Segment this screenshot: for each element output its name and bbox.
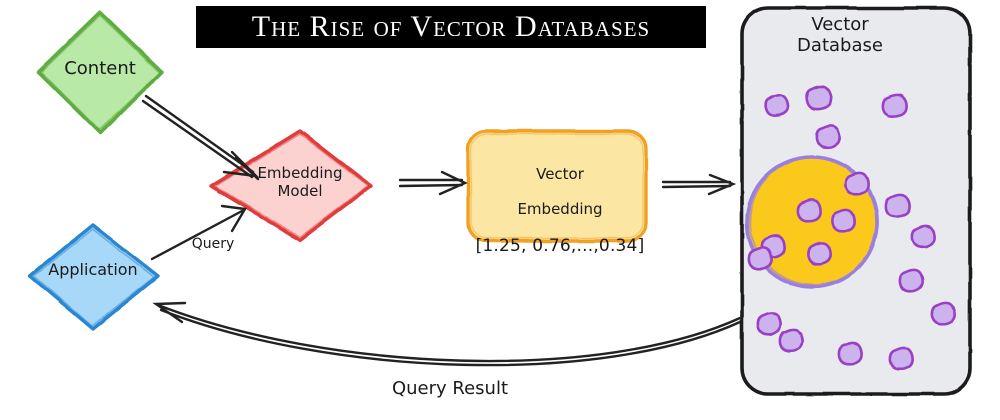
- edge-vector-to-database: [661, 173, 737, 196]
- vector-label-line1: Vector: [536, 164, 584, 183]
- node-label-content: Content: [64, 58, 136, 79]
- vector-label-values: [1.25, 0.76,...,0.34]: [475, 236, 645, 257]
- page-title: The Rise of Vector Databases: [251, 10, 651, 43]
- edge-application-to-model: [150, 204, 247, 261]
- edge-label-query-result: Query Result: [391, 378, 509, 399]
- node-vector-database[interactable]: [740, 6, 972, 396]
- vector-label-line2: Embedding: [517, 200, 603, 219]
- node-application[interactable]: [28, 223, 160, 331]
- title-banner: The Rise of Vector Databases: [196, 6, 706, 48]
- node-label-vector-embedding: Vector Embedding [1.25, 0.76,...,0.34]: [470, 148, 650, 274]
- node-vector-embedding[interactable]: [466, 129, 648, 243]
- edge-model-to-vector: [398, 170, 468, 196]
- node-label-embedding-model: Embedding Model: [257, 164, 343, 200]
- vector-points: [747, 85, 956, 371]
- edge-database-to-application: [152, 301, 742, 367]
- node-label-application: Application: [48, 260, 138, 279]
- edge-label-query: Query: [191, 236, 235, 252]
- node-content[interactable]: [36, 10, 164, 135]
- edge-content-to-model: [141, 94, 260, 181]
- node-label-vector-database: Vector Database: [797, 14, 883, 57]
